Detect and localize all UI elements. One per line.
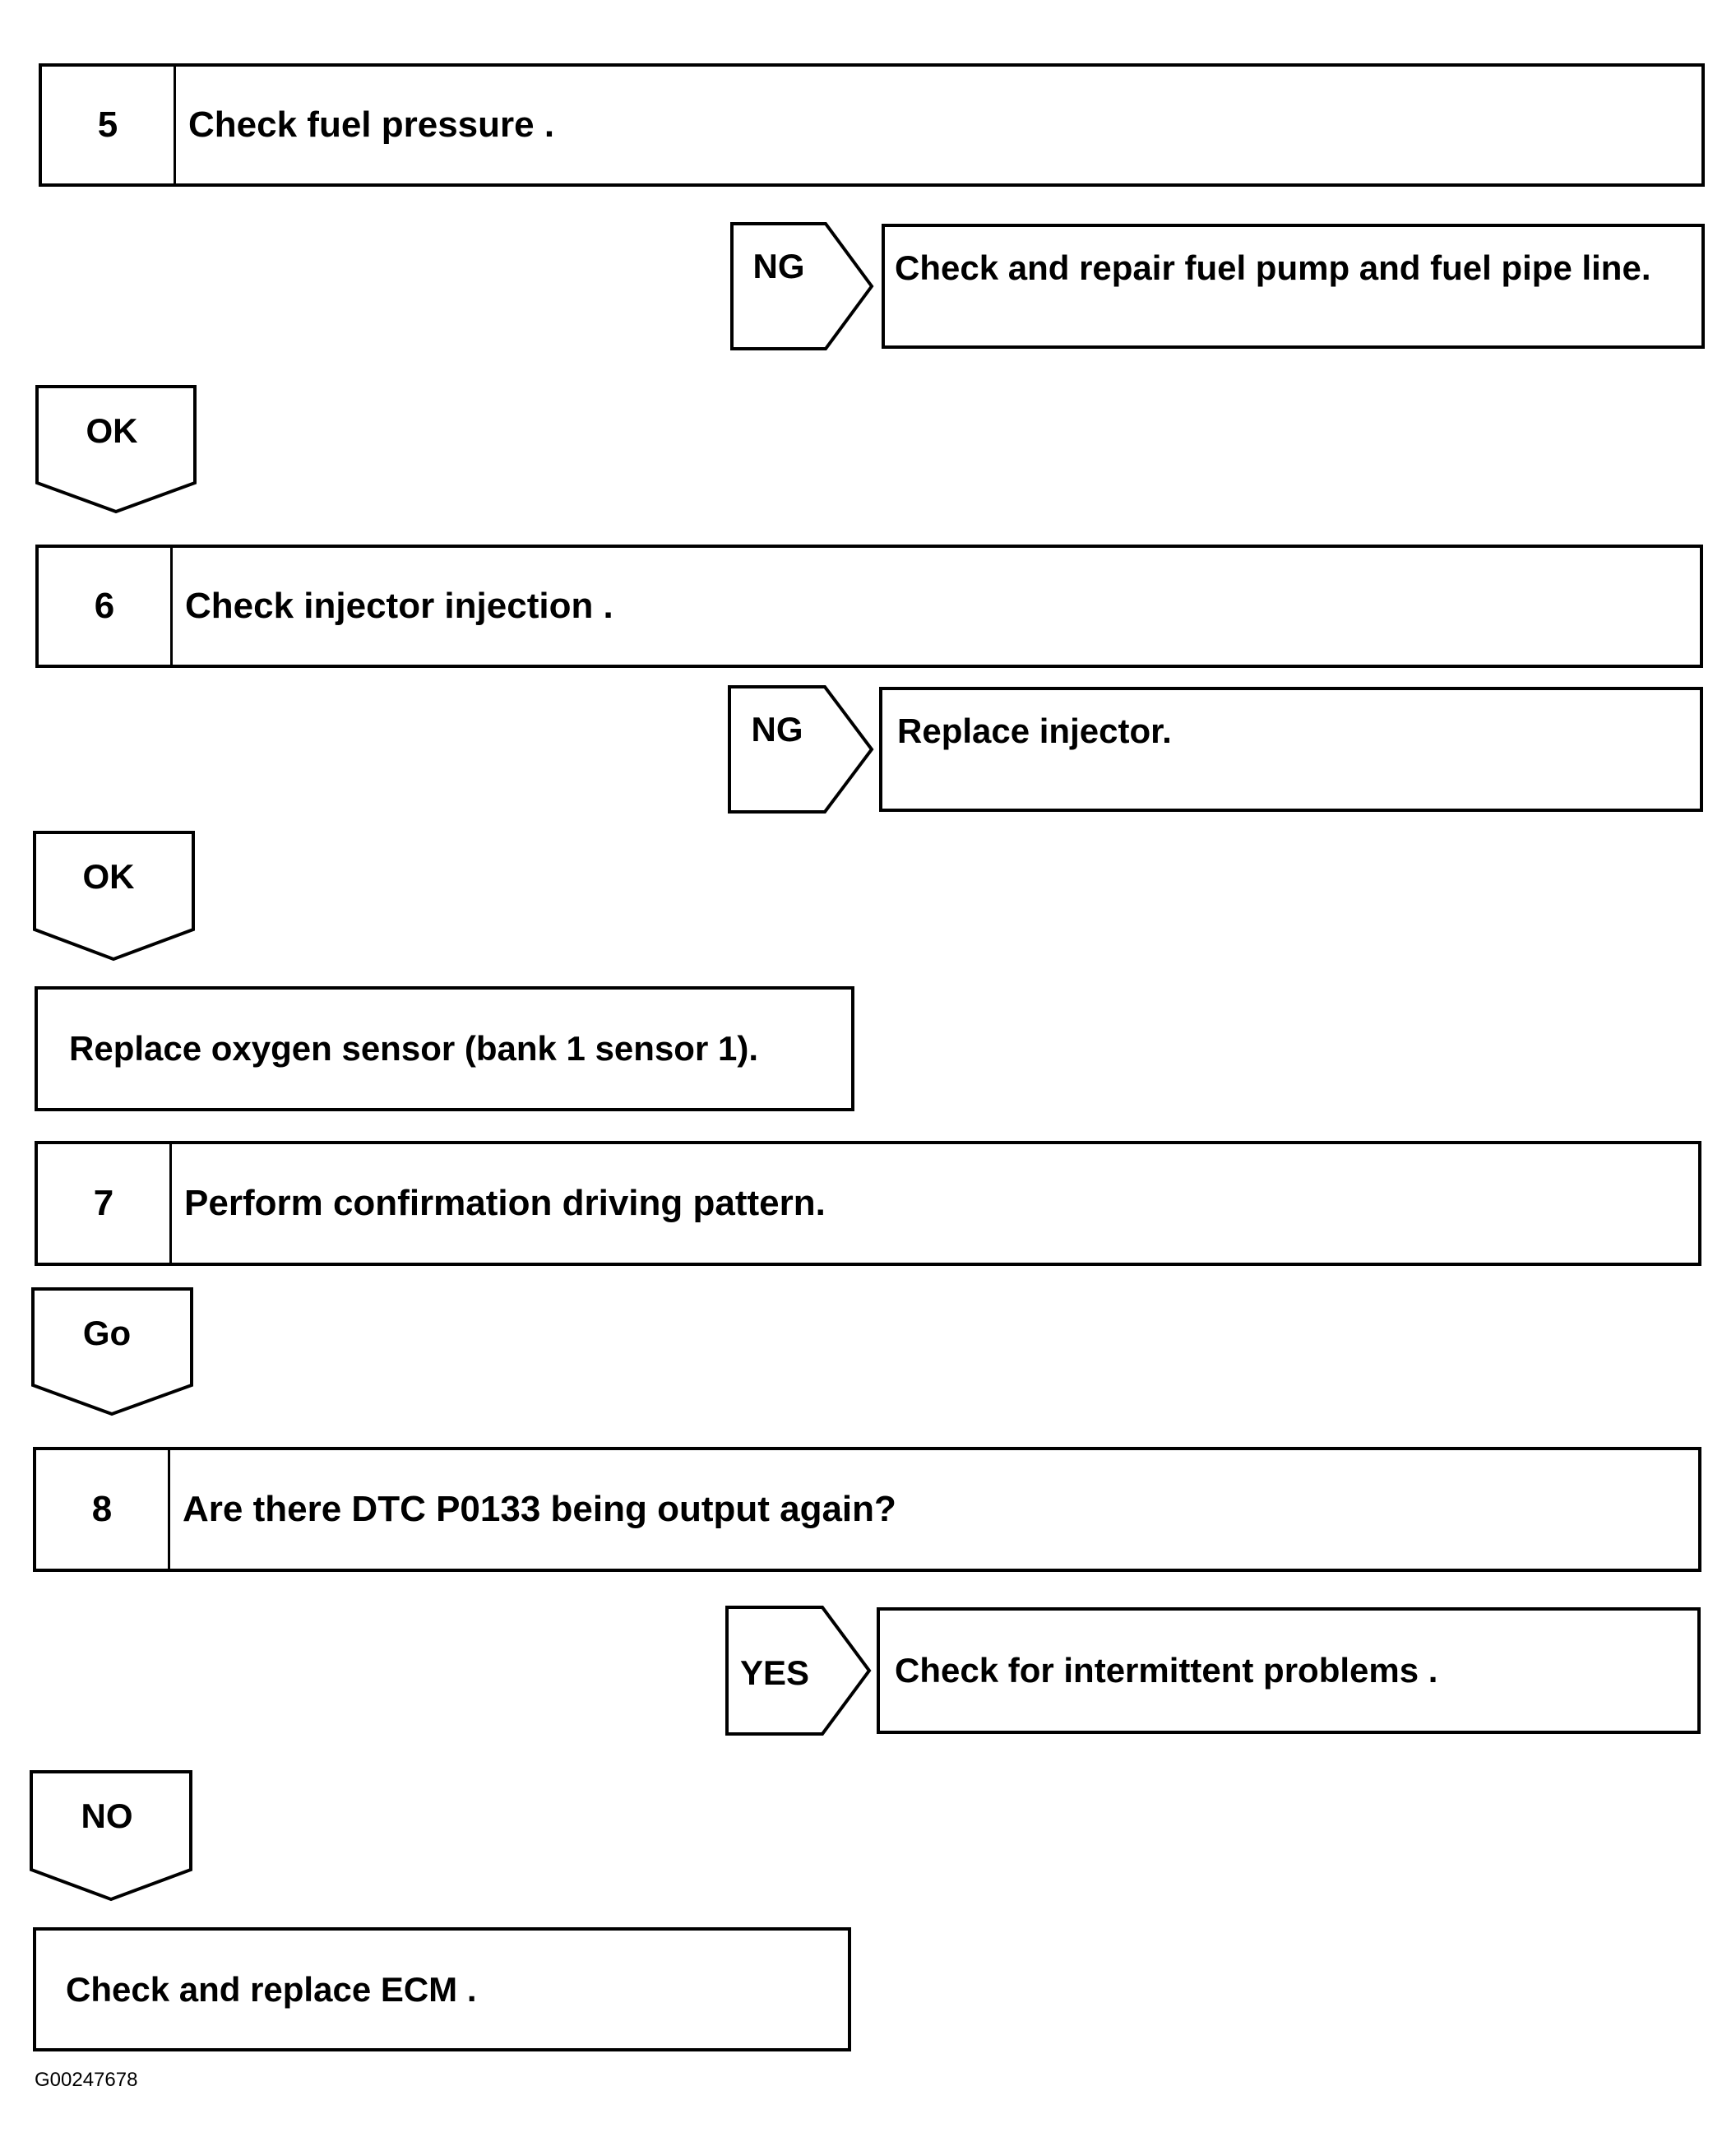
ng-arrow-right: NG [728,685,874,814]
ok-arrow-down: OK [33,831,195,962]
branch-label: OK [86,411,138,450]
step-number: 6 [39,548,173,665]
result-text: Check and repair fuel pump and fuel pipe… [895,248,1651,287]
step-8-box: 8 Are there DTC P0133 being output again… [33,1447,1701,1572]
result-box: Replace oxygen sensor (bank 1 sensor 1). [35,986,854,1111]
figure-id: G00247678 [35,2069,138,2091]
step-number: 5 [42,67,176,183]
result-box: Replace injector. [879,687,1703,812]
branch-label: NG [752,247,805,285]
ng-arrow-right: NG [730,222,874,350]
go-arrow-down: Go [31,1287,193,1416]
result-text: Check for intermittent problems . [895,1651,1438,1690]
result-text: Replace oxygen sensor (bank 1 sensor 1). [69,1029,758,1068]
step-text: Check fuel pressure . [188,104,555,145]
no-arrow-down: NO [30,1770,192,1902]
branch-label: YES [739,1653,810,1692]
step-5-box: 5 Check fuel pressure . [39,63,1705,187]
branch-label: NO [81,1796,133,1835]
step-number: 7 [38,1144,172,1263]
step-number: 8 [36,1450,170,1569]
step-7-box: 7 Perform confirmation driving pattern. [35,1141,1701,1266]
ok-arrow-down: OK [35,385,197,514]
result-text: Check and replace ECM . [66,1969,477,2009]
result-box: Check and repair fuel pump and fuel pipe… [882,224,1705,349]
branch-label: NG [751,710,803,749]
branch-label: Go [82,1314,132,1352]
step-6-box: 6 Check injector injection . [35,545,1703,668]
result-box: Check for intermittent problems . [877,1607,1701,1734]
step-text: Check injector injection . [185,586,613,626]
result-box: Check and replace ECM . [33,1927,851,2051]
yes-arrow-right: YES [725,1606,872,1736]
result-text: Replace injector. [897,712,1172,750]
step-text: Perform confirmation driving pattern. [184,1183,826,1223]
step-text: Are there DTC P0133 being output again? [183,1489,896,1529]
branch-label: OK [82,857,135,896]
